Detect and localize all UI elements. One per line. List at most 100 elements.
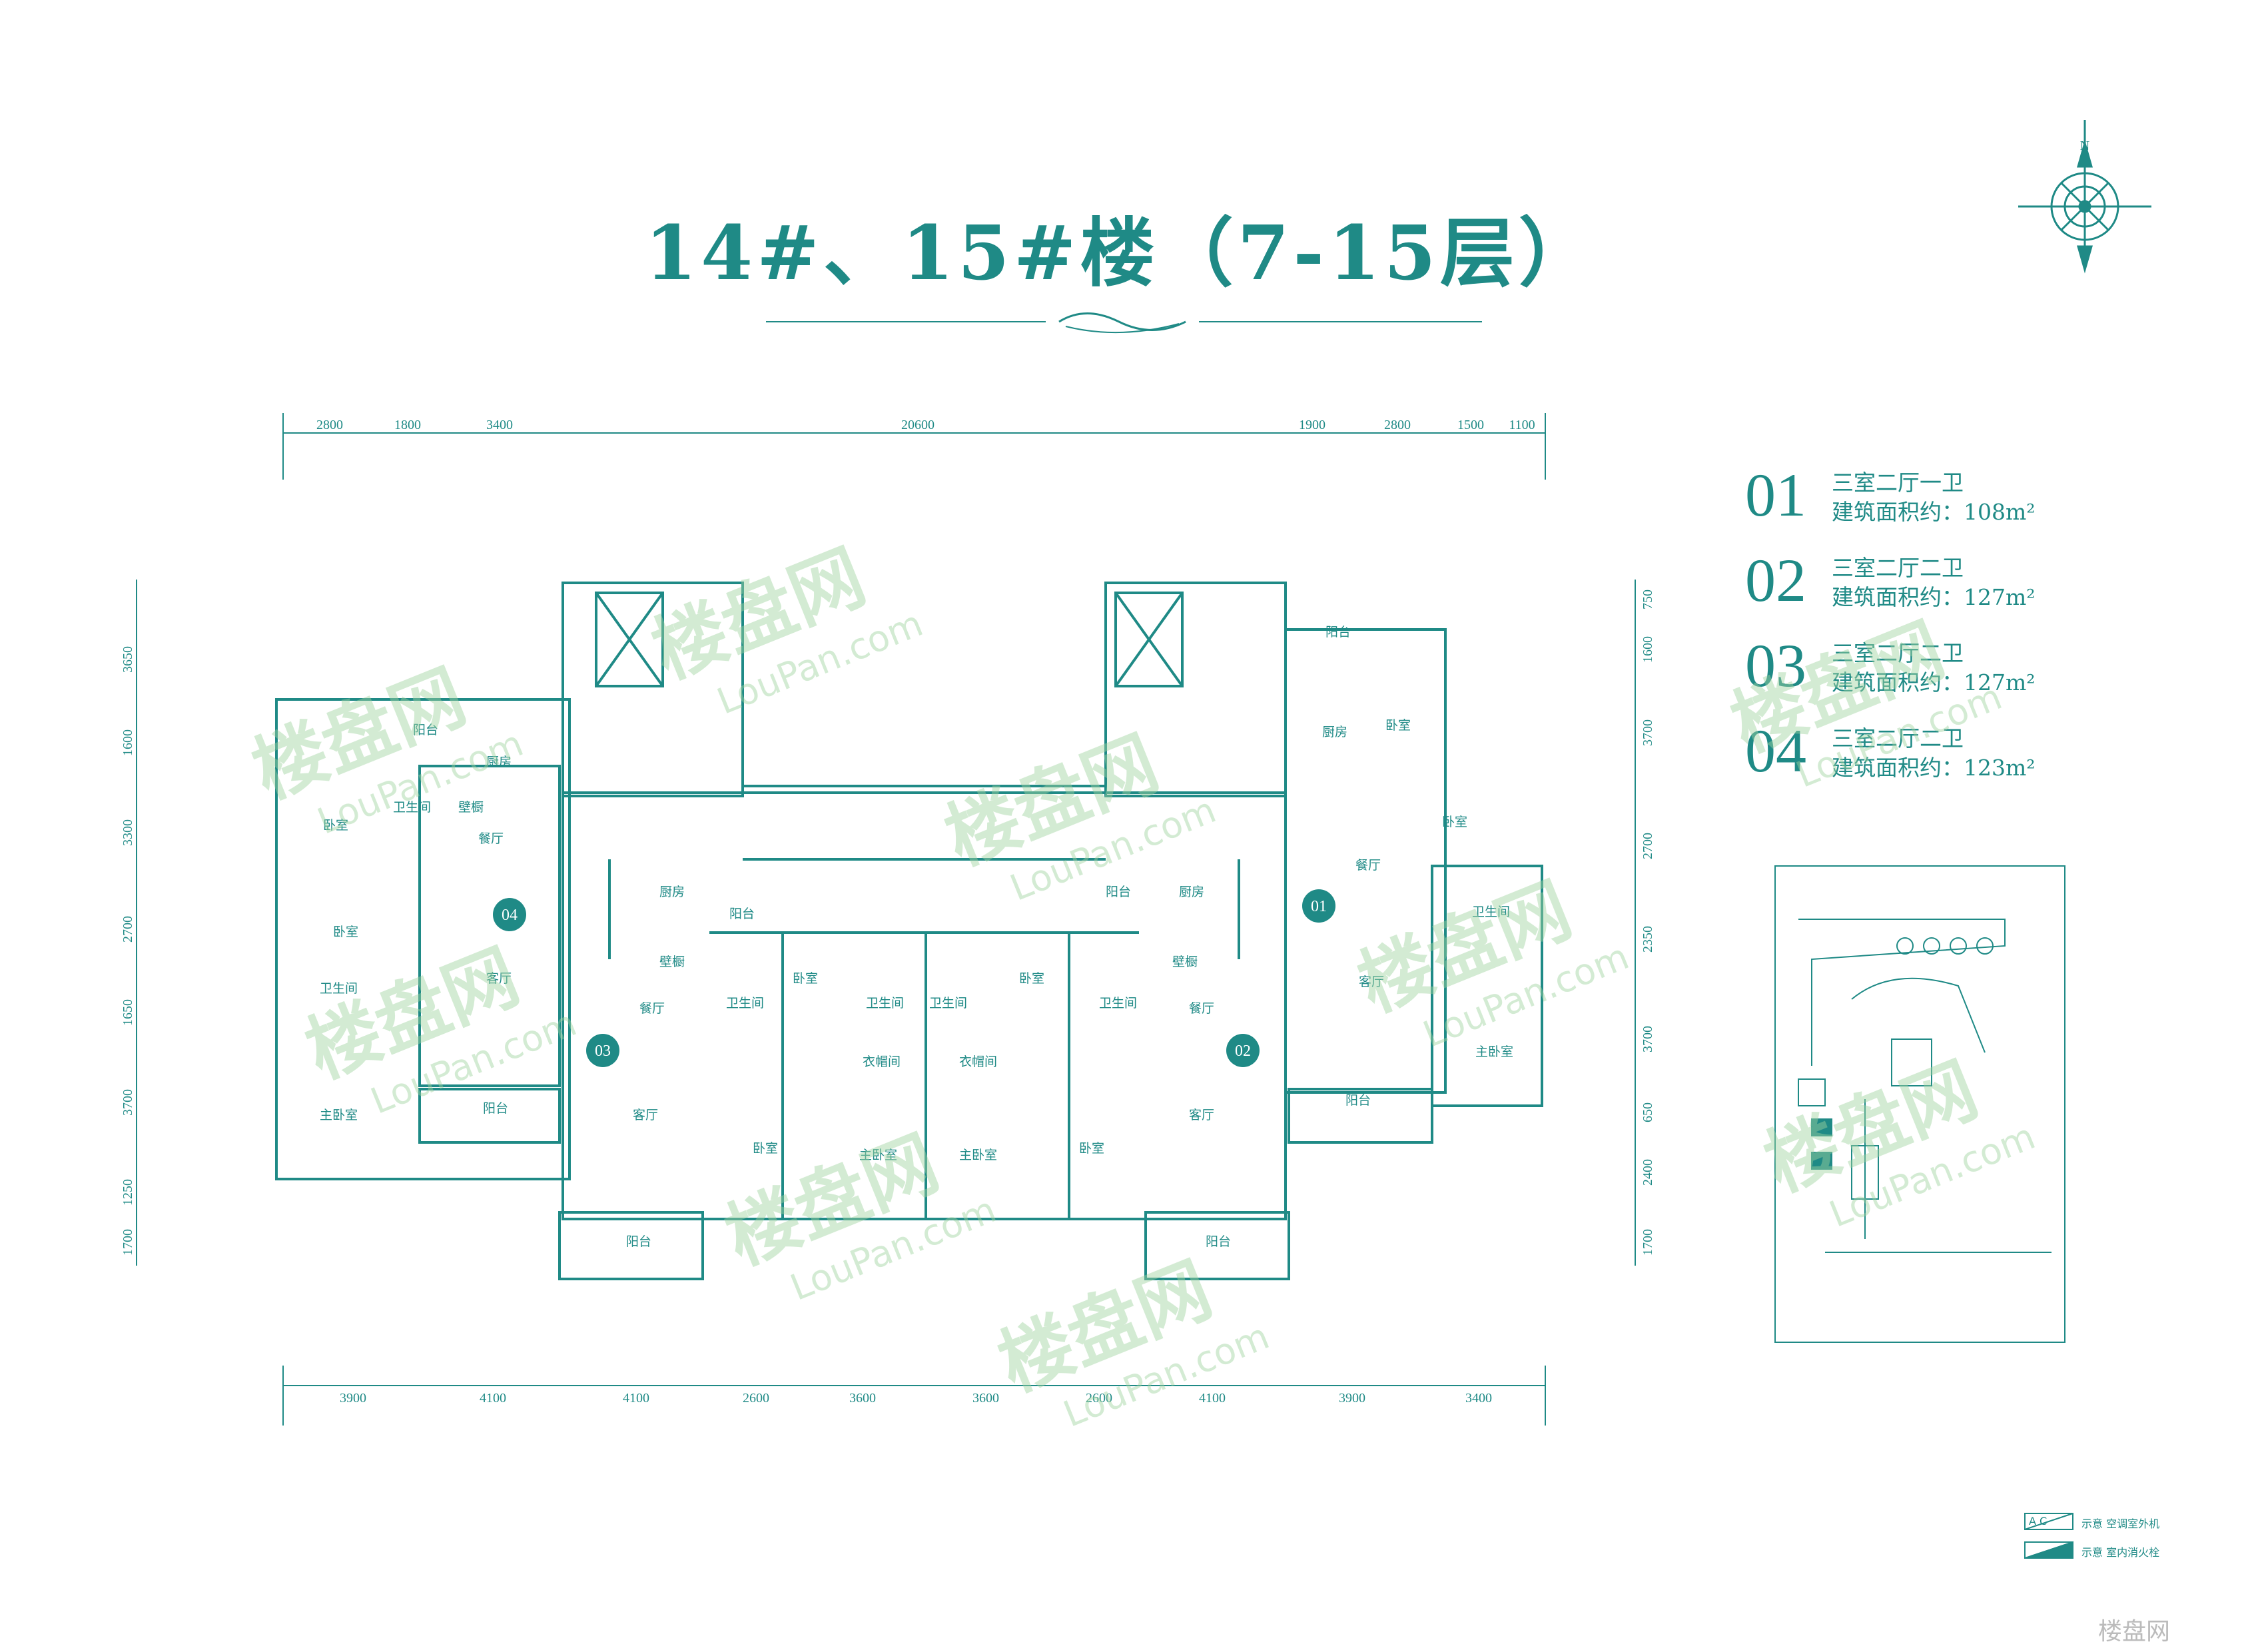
dim-right-label: 2400 xyxy=(1641,1159,1655,1186)
symbol-label-hydrant: 示意 室内消火栓 xyxy=(2081,1546,2160,1559)
dim-left-label: 1700 xyxy=(121,1229,135,1256)
room-label: 卫生间 xyxy=(1472,905,1510,919)
dim-bottom-label: 3400 xyxy=(1465,1391,1492,1406)
dim-left-label: 3700 xyxy=(121,1089,135,1116)
room-label: 卧室 xyxy=(1385,718,1411,733)
dim-right-label: 2700 xyxy=(1641,833,1655,859)
room-label: 壁橱 xyxy=(458,800,484,815)
dim-left-labels: 3650 1600 3300 2700 1650 3700 1250 1700 xyxy=(121,646,135,1256)
unit-number: 03 xyxy=(1745,631,1806,699)
dim-left-label: 1250 xyxy=(121,1179,135,1206)
room-label: 卧室 xyxy=(333,925,358,939)
room-label: 餐厅 xyxy=(478,831,504,846)
dim-right-label: 3700 xyxy=(1641,1026,1655,1052)
unit-area: 建筑面积约：127m² xyxy=(1832,669,2036,695)
room-label: 阳台 xyxy=(729,907,755,921)
dim-top-label: 2800 xyxy=(316,418,343,432)
room-label: 卫生间 xyxy=(320,981,358,996)
dim-top-label: 1900 xyxy=(1299,418,1325,432)
compass-north-label: N xyxy=(2080,139,2089,153)
dim-bottom-label: 4100 xyxy=(623,1391,649,1406)
dim-left-label: 1600 xyxy=(121,729,135,756)
dim-bottom-label: 2600 xyxy=(1086,1391,1112,1406)
room-label: 卧室 xyxy=(1442,815,1467,829)
dim-top-label: 1800 xyxy=(394,418,421,432)
symbol-label-ac: 示意 空调室外机 xyxy=(2081,1517,2160,1530)
room-label: 阳台 xyxy=(413,723,438,737)
dim-left-label: 1650 xyxy=(121,999,135,1026)
symbol-code-ac: A C xyxy=(2029,1515,2048,1527)
dim-right-label: 750 xyxy=(1641,590,1655,610)
room-label: 厨房 xyxy=(1322,725,1347,739)
dim-top-label: 20600 xyxy=(901,418,934,432)
dim-top-label: 1500 xyxy=(1457,418,1484,432)
room-label: 壁橱 xyxy=(659,955,685,969)
dim-bottom-label: 3900 xyxy=(340,1391,366,1406)
room-label: 卫生间 xyxy=(866,996,904,1011)
room-label: 卧室 xyxy=(1079,1141,1104,1156)
dim-right-label: 2350 xyxy=(1641,926,1655,953)
dim-left-label: 2700 xyxy=(121,916,135,943)
room-label: 主卧室 xyxy=(320,1108,358,1122)
room-label: 主卧室 xyxy=(959,1148,997,1162)
room-label: 客厅 xyxy=(486,971,512,986)
unit-markers: 04 03 02 01 xyxy=(493,889,1335,1067)
room-label: 主卧室 xyxy=(1475,1044,1513,1059)
dim-right-labels: 750 1600 3700 2700 2350 3700 650 2400 17… xyxy=(1641,590,1655,1256)
room-label: 阳台 xyxy=(483,1101,508,1116)
dim-left-label: 3650 xyxy=(121,646,135,673)
dim-top-label: 1100 xyxy=(1509,418,1535,432)
dim-bottom-label: 2600 xyxy=(743,1391,769,1406)
compass-icon xyxy=(2018,120,2151,274)
dim-bottom-label: 3900 xyxy=(1339,1391,1365,1406)
room-label: 客厅 xyxy=(1189,1108,1214,1122)
room-label: 厨房 xyxy=(1179,885,1204,899)
unit-area: 建筑面积约：123m² xyxy=(1832,755,2036,781)
dimension-lines xyxy=(136,413,1636,1426)
unit-area: 建筑面积约：108m² xyxy=(1832,499,2036,525)
unit-marker-02: 02 xyxy=(1235,1042,1251,1060)
unit-area: 建筑面积约：127m² xyxy=(1832,584,2036,610)
unit-type: 三室二厅二卫 xyxy=(1832,555,1964,581)
room-label: 卧室 xyxy=(323,818,348,833)
room-label: 主卧室 xyxy=(859,1148,897,1162)
room-label: 卫生间 xyxy=(726,996,764,1011)
unit-type: 三室二厅二卫 xyxy=(1832,725,1964,751)
room-label: 厨房 xyxy=(659,885,685,899)
ac-unit-icon xyxy=(2024,1513,2073,1530)
room-label: 阳台 xyxy=(626,1234,651,1249)
dim-right-label: 1600 xyxy=(1641,636,1655,663)
room-label: 餐厅 xyxy=(1355,858,1381,873)
dim-right-label: 3700 xyxy=(1641,719,1655,746)
unit-marker-01: 01 xyxy=(1311,898,1327,915)
room-label: 餐厅 xyxy=(1189,1001,1214,1016)
room-label: 客厅 xyxy=(633,1108,658,1122)
title-ornament xyxy=(766,312,1482,334)
room-label: 阳台 xyxy=(1345,1093,1371,1108)
page-title: 14#、15#楼（7-15层） xyxy=(645,210,1597,297)
dim-top-label: 2800 xyxy=(1384,418,1411,432)
corner-logo: 楼盘网 xyxy=(2098,1618,2171,1645)
room-label: 卧室 xyxy=(753,1141,778,1156)
room-label: 阳台 xyxy=(1206,1234,1231,1249)
room-labels: 阳台 厨房 卧室 卫生间 壁橱 餐厅 卧室 卫生间 客厅 主卧室 阳台 厨房 阳… xyxy=(320,625,1513,1249)
dim-right-label: 1700 xyxy=(1641,1229,1655,1256)
site-key-plan xyxy=(1774,865,2065,1343)
dim-bottom-label: 4100 xyxy=(480,1391,506,1406)
dim-bottom-label: 4100 xyxy=(1199,1391,1226,1406)
dim-top-label: 3400 xyxy=(486,418,513,432)
room-label: 卧室 xyxy=(1019,971,1044,986)
room-label: 衣帽间 xyxy=(863,1054,901,1069)
building-walls xyxy=(275,582,1543,1280)
room-label: 阳台 xyxy=(1325,625,1351,639)
room-label: 卫生间 xyxy=(929,996,967,1011)
unit-type: 三室二厅一卫 xyxy=(1832,470,1964,496)
unit-marker-04: 04 xyxy=(502,907,518,924)
symbol-legend-icons xyxy=(2024,1513,2073,1559)
dim-right-label: 650 xyxy=(1641,1102,1655,1122)
room-label: 餐厅 xyxy=(639,1001,665,1016)
dim-bottom-label: 3600 xyxy=(849,1391,876,1406)
room-label: 卧室 xyxy=(793,971,818,986)
unit-number: 01 xyxy=(1745,461,1806,529)
